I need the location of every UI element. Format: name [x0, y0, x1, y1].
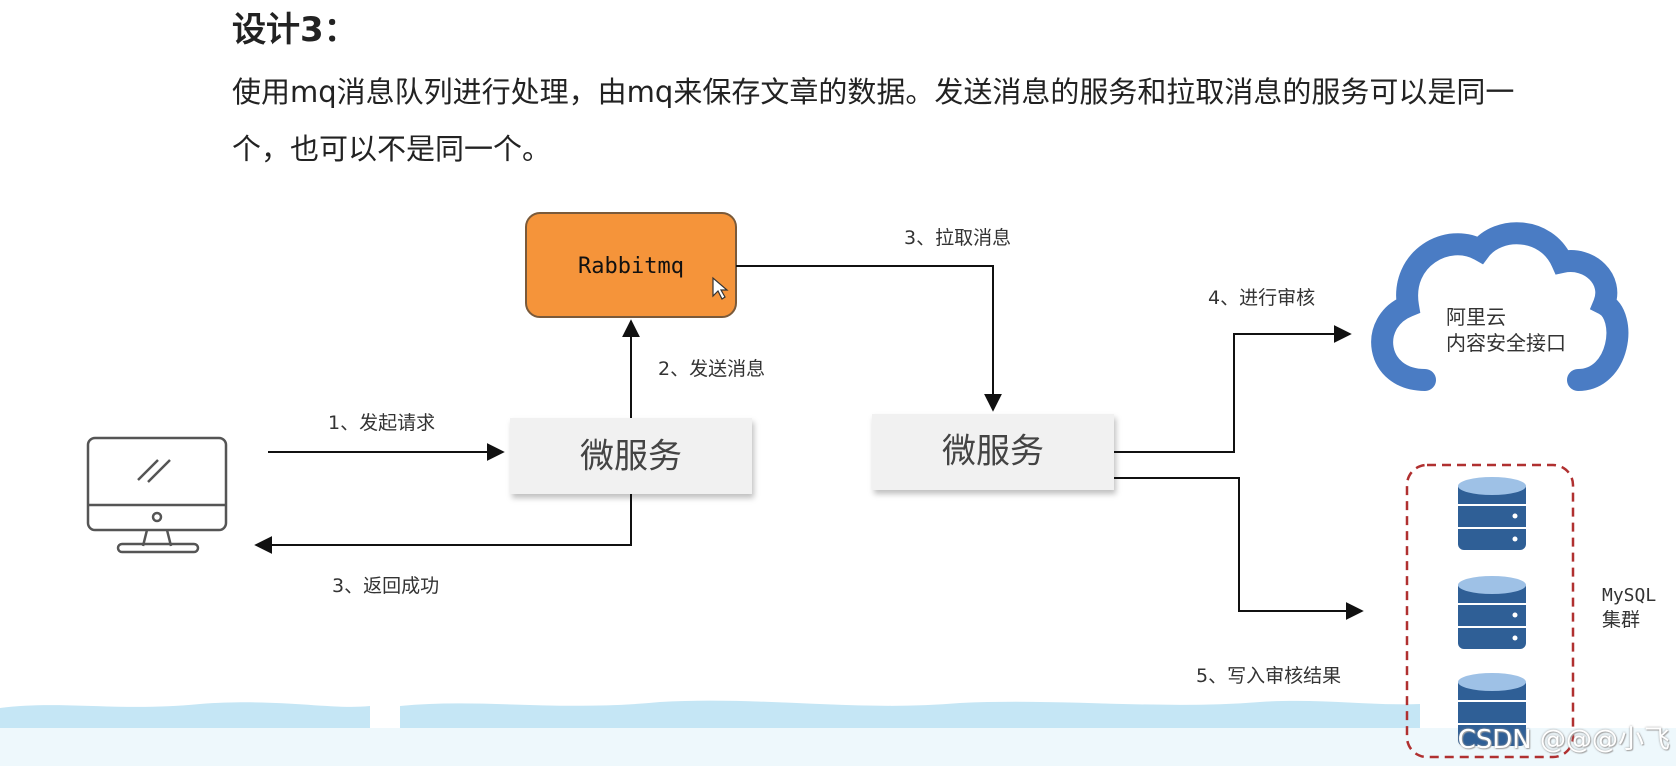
label-request: 1、发起请求: [328, 412, 435, 434]
database-icon: [1458, 477, 1526, 550]
label-return-success: 3、返回成功: [332, 575, 439, 597]
watermark-text: CSDN @@@小飞: [1457, 725, 1670, 755]
water-strip: [0, 728, 1676, 766]
database-icon: [1458, 673, 1526, 746]
cloud-icon: [1371, 222, 1629, 391]
mysql-label-line1: MySQL: [1602, 585, 1656, 606]
label-review: 4、进行审核: [1208, 287, 1315, 309]
microservice-left-node: [510, 418, 752, 494]
description-text: 使用mq消息队列进行处理，由mq来保存文章的数据。发送消息的服务和拉取消息的服务…: [232, 75, 1515, 166]
page-title: 设计3：: [232, 10, 358, 50]
edge-pull: [736, 265, 1002, 412]
database-icon: [1458, 576, 1526, 649]
mysql-cluster-border: [1405, 463, 1575, 759]
edge-return-success: [254, 494, 632, 554]
computer-monitor-icon: [86, 436, 228, 554]
microservice-left-label: 微服务: [580, 437, 682, 477]
edge-write: [1114, 477, 1364, 620]
microservice-right-label: 微服务: [942, 432, 1044, 472]
rabbitmq-label: Rabbitmq: [578, 254, 684, 279]
cloud-label-line1: 阿里云: [1446, 305, 1506, 329]
cloud-label-line2: 内容安全接口: [1446, 331, 1566, 355]
label-write: 5、写入审核结果: [1196, 665, 1341, 687]
label-pull: 3、拉取消息: [904, 227, 1011, 249]
mysql-label-line2: 集群: [1602, 609, 1640, 631]
microservice-right-node: [872, 414, 1114, 490]
water-strip: [0, 702, 370, 730]
water-strip: [400, 700, 1420, 730]
label-send: 2、发送消息: [658, 358, 765, 380]
edge-review: [1114, 325, 1352, 453]
cursor-icon: [712, 276, 729, 300]
